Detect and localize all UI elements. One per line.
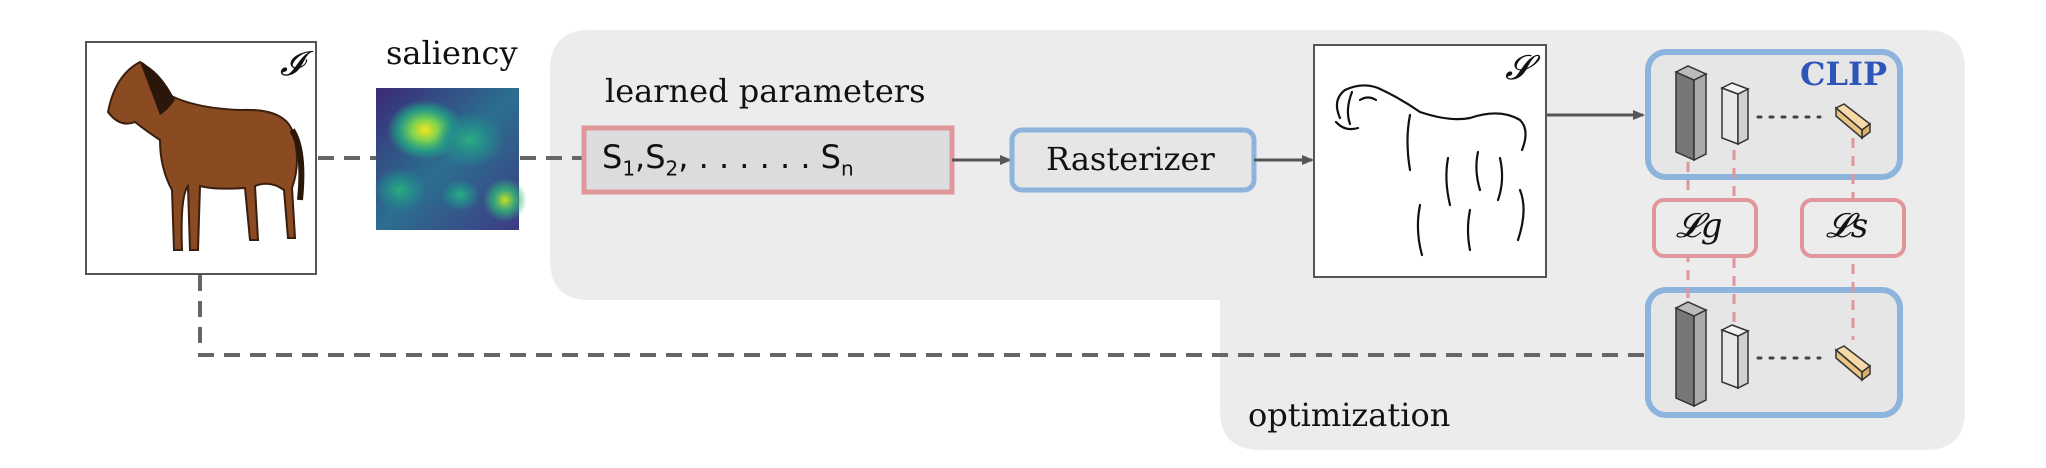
learned-parameters-label: learned parameters — [605, 72, 926, 110]
loss-geometric-label: 𝓛g — [1676, 206, 1723, 246]
clip-layers-bottom — [1674, 301, 1872, 408]
stroke-sn-sub: n — [840, 156, 854, 181]
stroke-s1: S — [602, 138, 623, 176]
rasterizer-label: Rasterizer — [1046, 140, 1215, 178]
stroke-s2: S — [645, 138, 666, 176]
saliency-map — [374, 88, 527, 230]
stroke-sn: S — [820, 138, 841, 176]
clip-layers-top — [1674, 65, 1872, 162]
clip-encoder-sketch — [1645, 49, 1903, 180]
loss-geometric-box — [1652, 198, 1758, 258]
stroke-dots: , . . . . . . — [678, 138, 811, 176]
loss-connectors — [1686, 138, 1855, 340]
input-image-symbol: 𝓘 — [280, 44, 303, 84]
clip-label: CLIP — [1800, 55, 1887, 93]
optimization-label: optimization — [1248, 396, 1451, 434]
strokes-text: S1,S2, . . . . . . Sn — [602, 138, 854, 181]
clip-encoder-image — [1645, 287, 1903, 418]
sketch-frame — [1313, 44, 1547, 278]
sketch-strokes — [1334, 84, 1527, 257]
saliency-label: saliency — [386, 34, 518, 72]
horse-image — [106, 60, 305, 251]
stroke-s2-sub: 2 — [665, 156, 679, 181]
loss-semantic-box — [1800, 198, 1906, 258]
sketch-symbol: 𝓢 — [1505, 48, 1532, 88]
stroke-s1-sub: 1 — [622, 156, 636, 181]
loss-semantic-label: 𝓛s — [1826, 206, 1869, 246]
dashed-image-to-clip — [198, 275, 1648, 357]
